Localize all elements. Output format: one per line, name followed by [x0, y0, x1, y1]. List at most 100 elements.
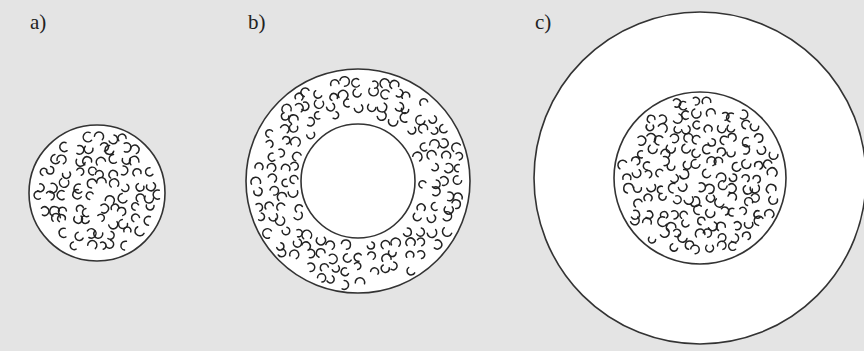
particle: [70, 242, 76, 250]
particle: [418, 251, 425, 259]
particle: [73, 190, 81, 199]
particle: [333, 112, 339, 119]
particle: [135, 227, 144, 236]
particle: [355, 278, 364, 284]
particle: [263, 229, 272, 238]
particle: [648, 145, 657, 153]
particle: [727, 125, 735, 132]
particle: [301, 88, 309, 96]
particle: [307, 132, 315, 138]
particle: [769, 197, 778, 205]
particle: [624, 184, 634, 193]
particle: [643, 162, 649, 170]
particle: [445, 164, 453, 173]
particle: [691, 245, 700, 254]
cell-circle: [29, 125, 165, 261]
particle: [717, 222, 726, 230]
particle: [766, 184, 775, 193]
particle: [420, 143, 426, 151]
particle: [108, 232, 114, 240]
particle: [674, 127, 681, 133]
particle: [702, 169, 710, 177]
particle: [288, 191, 298, 197]
particle: [309, 249, 315, 257]
particle: [341, 240, 350, 249]
particle: [682, 111, 689, 119]
particle: [678, 184, 687, 191]
particle: [58, 207, 66, 214]
particle: [632, 170, 641, 178]
particle: [289, 115, 298, 123]
particle: [417, 228, 425, 236]
particle: [454, 165, 459, 172]
particle: [765, 210, 774, 218]
particle: [146, 205, 154, 210]
particle: [430, 140, 440, 148]
particle: [682, 126, 691, 134]
particle: [763, 160, 771, 168]
particle: [81, 216, 89, 224]
particle: [326, 241, 335, 249]
particle: [720, 136, 727, 144]
particle-marks: [34, 77, 778, 290]
particle: [631, 217, 640, 225]
particle: [456, 153, 462, 160]
particle: [314, 100, 323, 108]
particle: [728, 193, 736, 200]
particle: [742, 160, 751, 169]
outer-ring: [246, 69, 470, 293]
particle: [634, 187, 642, 192]
particle: [275, 217, 284, 225]
particle: [659, 194, 666, 201]
particle: [59, 179, 68, 188]
particle: [254, 188, 262, 196]
particle: [645, 171, 651, 178]
particle: [122, 166, 128, 175]
particle: [658, 217, 667, 227]
particle: [279, 149, 285, 157]
particle: [743, 145, 750, 154]
particle: [666, 145, 675, 153]
particle: [703, 229, 711, 237]
particle: [75, 232, 83, 240]
particle: [118, 207, 126, 215]
particle: [291, 162, 298, 170]
particle: [255, 163, 263, 170]
particle: [714, 157, 722, 164]
particle: [290, 176, 298, 184]
particle: [757, 147, 766, 155]
particle: [145, 168, 152, 176]
particle: [283, 137, 290, 144]
particle: [267, 164, 275, 172]
particle: [680, 170, 689, 179]
particle: [643, 218, 652, 224]
particle: [282, 227, 290, 234]
particle: [46, 167, 53, 174]
particle: [106, 240, 114, 248]
particle: [680, 211, 687, 218]
particle: [256, 203, 262, 211]
particle: [432, 164, 438, 171]
particle: [377, 103, 386, 112]
particle: [699, 183, 705, 192]
particle: [742, 175, 749, 182]
particle: [109, 154, 116, 163]
particle: [433, 187, 440, 196]
particle: [715, 199, 724, 207]
particle: [296, 104, 304, 112]
particle: [702, 145, 709, 154]
particle: [109, 170, 117, 178]
particle: [318, 274, 326, 282]
particle: [86, 192, 93, 199]
particle: [706, 210, 715, 218]
particle: [388, 120, 397, 126]
particle: [331, 80, 339, 86]
particle: [419, 124, 428, 133]
particle: [266, 140, 273, 147]
particle: [269, 214, 277, 221]
particle: [282, 104, 291, 111]
particle: [429, 116, 437, 123]
particle: [77, 145, 84, 154]
particle: [670, 244, 677, 251]
particle: [753, 176, 760, 183]
